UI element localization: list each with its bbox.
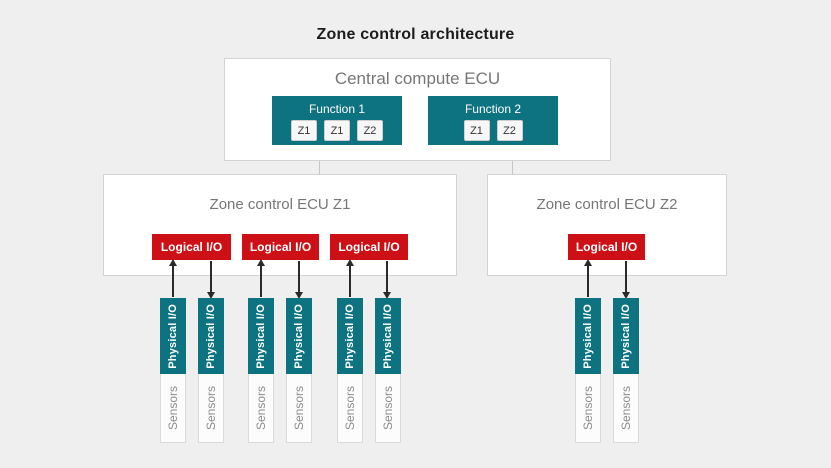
function-2-label: Function 2 [464,102,522,116]
arrow-down [295,261,303,299]
connector-central-to-z1 [319,161,320,174]
function-2-zone-chips: Z1 Z2 [428,120,558,141]
arrow-up [169,259,177,297]
sensors-label: Sensors [381,385,395,431]
page-title: Zone control architecture [316,26,515,43]
function-2-box: Function 2 Z1 Z2 [428,96,558,145]
logical-io-box: Logical I/O [242,234,319,260]
sensors-box: Sensors [375,374,401,443]
arrow-up [257,259,265,297]
sensors-box: Sensors [613,374,639,443]
zone-chip: Z2 [357,120,383,141]
zone-chip: Z2 [496,120,523,141]
logical-io-box: Logical I/O [330,234,408,260]
logical-io-box: Logical I/O [568,234,645,260]
physical-io-label: Physical I/O [344,303,356,369]
io-chain: Physical I/O Sensors [575,298,601,443]
central-compute-ecu-label: Central compute ECU [334,69,501,88]
physical-io-bar: Physical I/O [337,298,363,374]
connector-central-to-z2 [512,161,513,174]
sensors-label: Sensors [166,385,180,431]
physical-io-label: Physical I/O [293,303,305,369]
io-chain: Physical I/O Sensors [160,298,186,443]
physical-io-label: Physical I/O [620,303,632,369]
arrow-up [346,259,354,297]
physical-io-label: Physical I/O [167,303,179,369]
zone-ecu-z2-label: Zone control ECU Z2 [536,196,678,213]
arrow-down [383,261,391,299]
zone-chip: Z1 [324,120,350,141]
physical-io-bar: Physical I/O [160,298,186,374]
zone-chip: Z1 [463,120,490,141]
sensors-label: Sensors [292,385,306,431]
physical-io-bar: Physical I/O [575,298,601,374]
sensors-box: Sensors [248,374,274,443]
physical-io-label: Physical I/O [255,303,267,369]
zone-ecu-z1-box: Zone control ECU Z1 [103,174,457,276]
physical-io-bar: Physical I/O [248,298,274,374]
physical-io-bar: Physical I/O [613,298,639,374]
arrow-down [622,261,630,299]
io-chain: Physical I/O Sensors [337,298,363,443]
physical-io-label: Physical I/O [205,303,217,369]
function-1-zone-chips: Z1 Z1 Z2 [272,120,402,141]
io-chain: Physical I/O Sensors [286,298,312,443]
zone-ecu-z1-label: Zone control ECU Z1 [209,196,351,213]
logical-io-box: Logical I/O [152,234,231,260]
function-1-box: Function 1 Z1 Z1 Z2 [272,96,402,145]
io-chain: Physical I/O Sensors [198,298,224,443]
physical-io-bar: Physical I/O [286,298,312,374]
arrow-up [584,259,592,297]
arrow-down [207,261,215,299]
io-chain: Physical I/O Sensors [613,298,639,443]
io-chain: Physical I/O Sensors [375,298,401,443]
sensors-label: Sensors [254,385,268,431]
sensors-box: Sensors [575,374,601,443]
sensors-box: Sensors [160,374,186,443]
function-1-label: Function 1 [308,102,366,116]
sensors-label: Sensors [619,385,633,431]
zone-ecu-z2-box: Zone control ECU Z2 [487,174,727,276]
physical-io-label: Physical I/O [382,303,394,369]
physical-io-label: Physical I/O [582,303,594,369]
sensors-box: Sensors [337,374,363,443]
sensors-label: Sensors [204,385,218,431]
sensors-box: Sensors [198,374,224,443]
physical-io-bar: Physical I/O [375,298,401,374]
io-chain: Physical I/O Sensors [248,298,274,443]
sensors-box: Sensors [286,374,312,443]
sensors-label: Sensors [343,385,357,431]
sensors-label: Sensors [581,385,595,431]
physical-io-bar: Physical I/O [198,298,224,374]
zone-chip: Z1 [291,120,317,141]
